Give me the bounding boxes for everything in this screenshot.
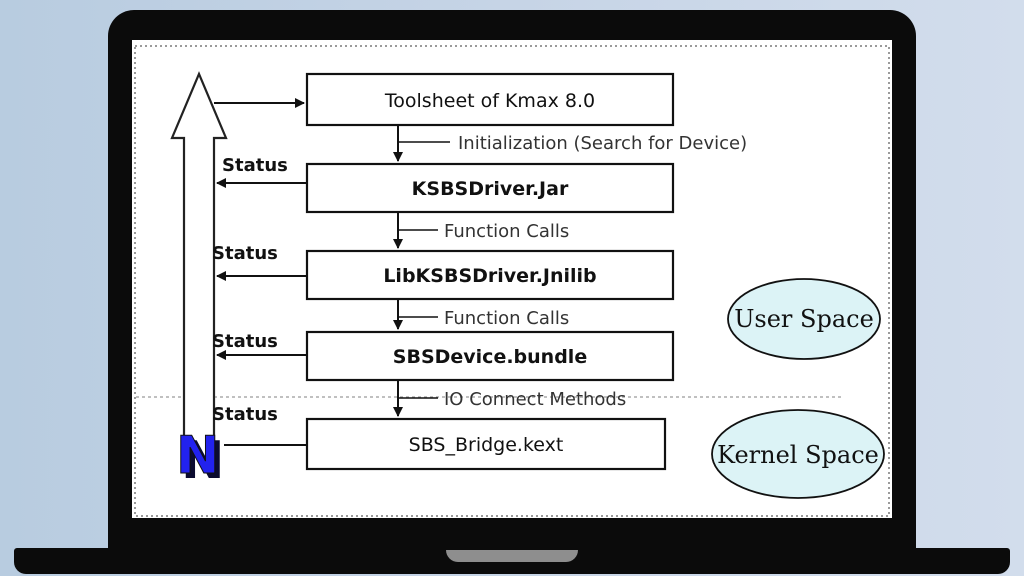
- edge-label-function-calls-1: Function Calls: [444, 221, 569, 242]
- n-logo-shadow: N: [181, 431, 225, 491]
- status-label-jar: Status: [222, 155, 288, 176]
- laptop-screen: Toolsheet of Kmax 8.0 KSBSDriver.Jar Lib…: [132, 40, 892, 518]
- status-label-jnilib: Status: [212, 243, 278, 264]
- edge-label-io-connect: IO Connect Methods: [444, 389, 626, 410]
- box-toolsheet-label: Toolsheet of Kmax 8.0: [384, 90, 595, 112]
- region-kernel-space-label: Kernel Space: [717, 441, 879, 469]
- status-label-bundle: Status: [212, 331, 278, 352]
- box-jnilib: LibKSBSDriver.Jnilib: [305, 249, 675, 301]
- edge-label-function-calls-2: Function Calls: [444, 308, 569, 329]
- status-return-arrow: [170, 71, 228, 460]
- edge-label-initialization: Initialization (Search for Device): [458, 133, 747, 154]
- diagram-frame: [134, 45, 890, 517]
- n-logo: N N: [176, 426, 225, 492]
- box-toolsheet: Toolsheet of Kmax 8.0: [305, 72, 675, 127]
- region-user-space: User Space: [727, 278, 881, 360]
- box-jnilib-label: LibKSBSDriver.Jnilib: [383, 265, 596, 287]
- status-label-kext: Status: [212, 404, 278, 425]
- region-kernel-space: Kernel Space: [711, 409, 885, 499]
- box-bundle-label: SBSDevice.bundle: [393, 346, 587, 368]
- box-kext: SBS_Bridge.kext: [305, 417, 667, 471]
- region-user-space-label: User Space: [734, 305, 874, 333]
- box-jar: KSBSDriver.Jar: [305, 162, 675, 214]
- box-bundle: SBSDevice.bundle: [305, 330, 675, 382]
- architecture-diagram: Toolsheet of Kmax 8.0 KSBSDriver.Jar Lib…: [134, 45, 890, 517]
- n-logo-letter: N: [176, 426, 220, 486]
- laptop-hinge-notch: [446, 550, 578, 562]
- box-jar-label: KSBSDriver.Jar: [412, 178, 569, 200]
- box-kext-label: SBS_Bridge.kext: [409, 434, 564, 456]
